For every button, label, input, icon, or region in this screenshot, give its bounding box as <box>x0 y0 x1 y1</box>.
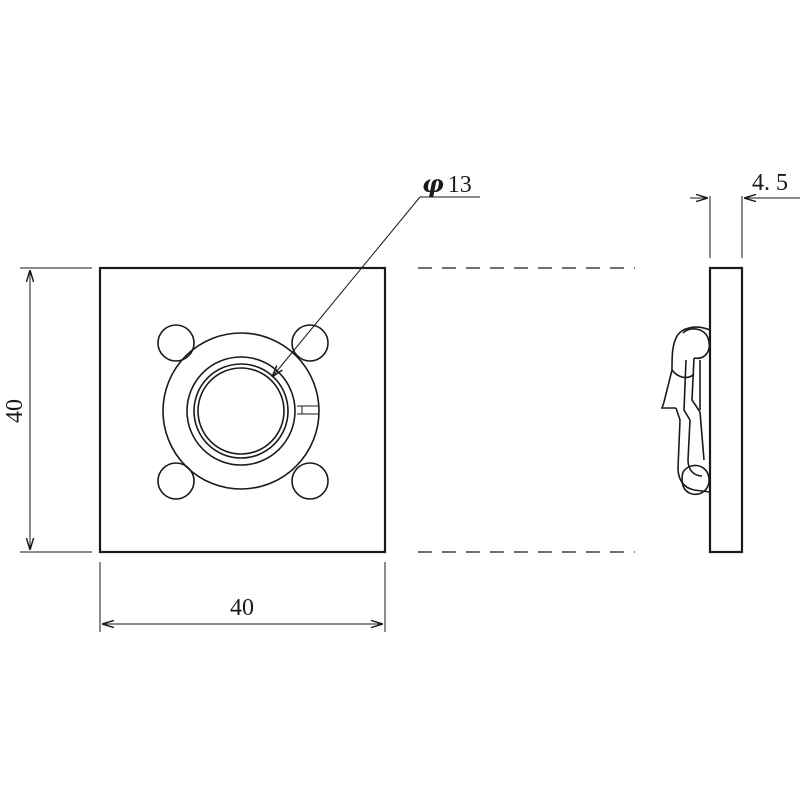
front-view <box>98 266 387 554</box>
side-view <box>660 266 744 554</box>
collar-side-profile <box>660 326 711 496</box>
height-dimension: 40 <box>2 267 92 553</box>
width-dimension: 40 <box>99 562 386 632</box>
collar-outer-circle <box>162 332 320 490</box>
width-dimension-label: 40 <box>230 595 254 621</box>
height-dimension-label: 40 <box>2 399 28 423</box>
bore-circle <box>197 367 285 455</box>
mounting-boss-bottom-right <box>291 462 329 500</box>
thickness-dimension-label: 4. 5 <box>752 170 788 196</box>
square-plate-outline <box>98 266 387 554</box>
mounting-boss-bottom-left <box>157 462 195 500</box>
collar-inner-ring-1 <box>186 356 296 466</box>
side-plate-outline <box>708 266 744 554</box>
projection-lines <box>418 267 635 553</box>
diameter-leader-line <box>272 196 421 377</box>
mounting-boss-top-right <box>291 324 329 362</box>
thickness-dimension: 4. 5 <box>690 170 800 258</box>
mounting-boss-top-left <box>157 324 195 362</box>
collar-inner-ring-2 <box>193 363 289 459</box>
